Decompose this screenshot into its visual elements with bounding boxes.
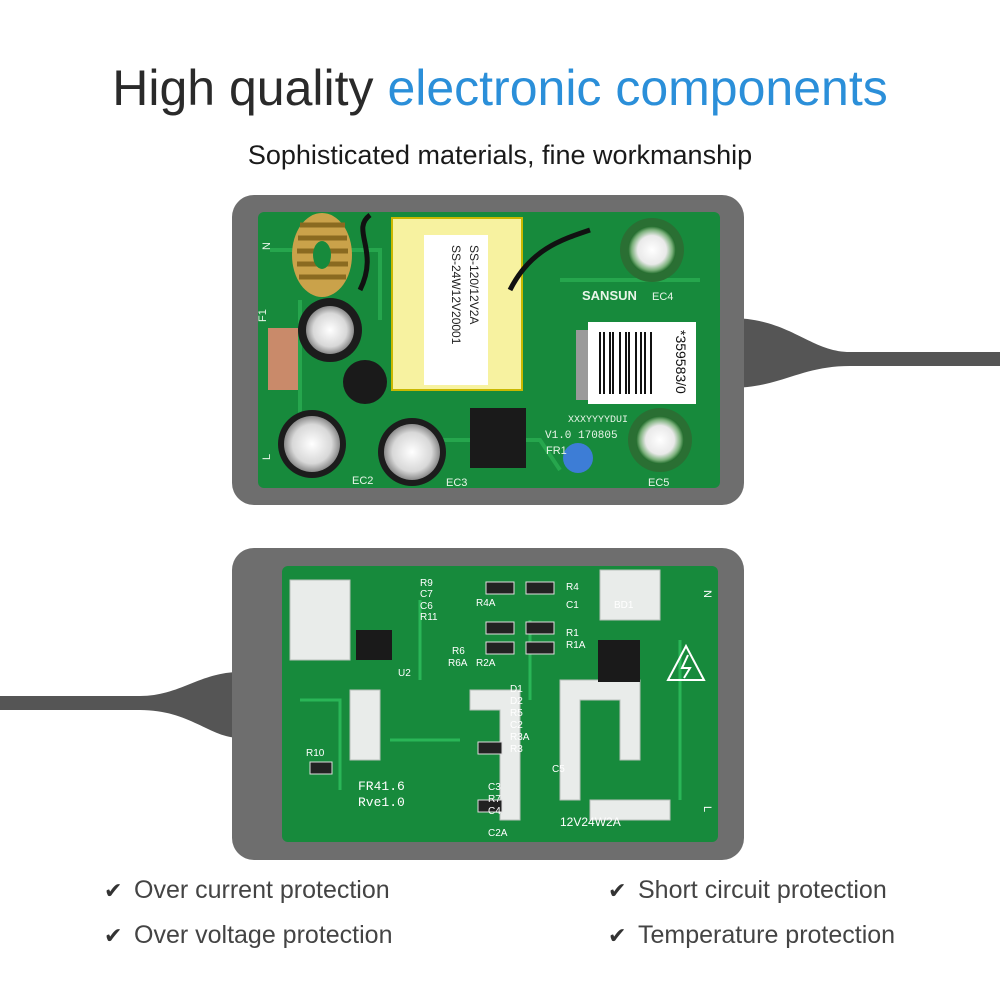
check-icon: ✔ (608, 877, 627, 903)
ec2-label: EC2 (352, 475, 373, 487)
r4-label: R4 (566, 582, 579, 593)
f1-label: F1 (257, 309, 269, 322)
c1-label: C1 (566, 600, 579, 611)
feature-item: ✔ Over current protection (104, 876, 390, 905)
rev-label: Rve1.0 (358, 795, 405, 810)
brand-label: SANSUN (582, 288, 637, 303)
black-wire (357, 213, 591, 292)
c3-label: C3 (488, 782, 501, 793)
top-cable (730, 318, 1000, 388)
fr-label: FR41.6 (358, 779, 405, 794)
r4a-label: R4A (476, 598, 496, 609)
d1-label: D1 (510, 684, 523, 695)
r3-label: R3 (510, 744, 523, 755)
transformer: SS-120/12V2A SS-24W12V20001 (391, 217, 523, 391)
ec4-label: EC4 (652, 291, 673, 303)
bd1-label: BD1 (614, 600, 634, 611)
solder-traces (289, 569, 671, 821)
c5-label: C5 (552, 764, 565, 775)
version-label: V1.0 170805 (545, 430, 618, 442)
high-voltage-warning-icon (666, 643, 706, 681)
c6-label: C6 (420, 601, 433, 612)
r3a-label: R3A (510, 732, 530, 743)
version-code: XXXYYYYDUI (568, 415, 628, 426)
feature-label: Over voltage protection (134, 921, 393, 949)
feature-label: Short circuit protection (638, 876, 887, 904)
c2a-label: C2A (488, 828, 508, 839)
feature-item: ✔ Short circuit protection (608, 876, 887, 905)
top-l-label: L (261, 454, 273, 460)
r9-label: R9 (420, 578, 433, 589)
bottom-cable (0, 672, 240, 738)
top-n-label: N (261, 242, 273, 250)
product-photo: SS-120/12V2A SS-24W12V20001 (0, 195, 1000, 860)
r1a-label: R1A (566, 640, 586, 651)
headline-part-2: electronic components (387, 60, 888, 116)
check-icon: ✔ (608, 922, 627, 948)
smd-ic-2 (598, 640, 640, 682)
r1-label: R1 (566, 628, 579, 639)
barcode-text: *359583/0 (673, 330, 689, 394)
bottom-n-label: N (701, 590, 713, 598)
top-adapter: SS-120/12V2A SS-24W12V20001 (232, 195, 1000, 505)
fr1-label: FR1 (546, 445, 567, 457)
check-icon: ✔ (104, 877, 123, 903)
c7-label: C7 (420, 589, 433, 600)
transformer-label-2: SS-24W12V20001 (449, 245, 463, 345)
ec3-label: EC3 (446, 477, 467, 489)
ic-chip (470, 408, 526, 468)
feature-item: ✔ Temperature protection (608, 921, 895, 950)
headline-part-1: High quality (112, 60, 374, 116)
d2-label: D2 (510, 696, 523, 707)
r11-label: R11 (420, 612, 438, 623)
r2a-label: R2A (476, 658, 496, 669)
green-traces (300, 600, 682, 800)
r10-label: R10 (306, 748, 325, 759)
feature-item: ✔ Over voltage protection (104, 921, 392, 950)
smd-ic-1 (356, 630, 392, 660)
transformer-label-1: SS-120/12V2A (467, 245, 481, 324)
r7-label: R7 (488, 794, 501, 805)
top-trace (270, 248, 700, 472)
feature-label: Temperature protection (638, 921, 896, 949)
smd-resistors (309, 581, 555, 813)
capacitor-ec5 (628, 408, 692, 472)
model-label: 12V24W2A (560, 815, 621, 829)
r5-label: R5 (510, 708, 523, 719)
toroid-inductor (292, 213, 352, 297)
fuse-resistor (268, 328, 298, 390)
bottom-adapter: R10 R9 C7 C6 R11 R6 R6A R2A U2 R4 R4A C1… (0, 548, 744, 860)
y-capacitor (563, 443, 593, 473)
ec5-label: EC5 (648, 477, 669, 489)
bottom-l-label: L (701, 806, 713, 812)
r6-label: R6 (452, 646, 465, 657)
capacitor-ec3 (378, 418, 446, 486)
feature-label: Over current protection (134, 876, 390, 904)
u2-label: U2 (398, 668, 411, 679)
capacitor-ec1 (298, 298, 362, 362)
c2-label: C2 (510, 720, 523, 731)
check-icon: ✔ (104, 922, 123, 948)
r6a-label: R6A (448, 658, 468, 669)
barcode-icon (599, 332, 652, 394)
subheadline: Sophisticated materials, fine workmanshi… (247, 140, 753, 170)
capacitor-ec2 (278, 410, 346, 478)
c4-label: C4 (488, 806, 501, 817)
headline: High quality electronic components (0, 58, 1000, 118)
inductor (343, 360, 387, 404)
capacitor-ec4 (620, 218, 684, 282)
